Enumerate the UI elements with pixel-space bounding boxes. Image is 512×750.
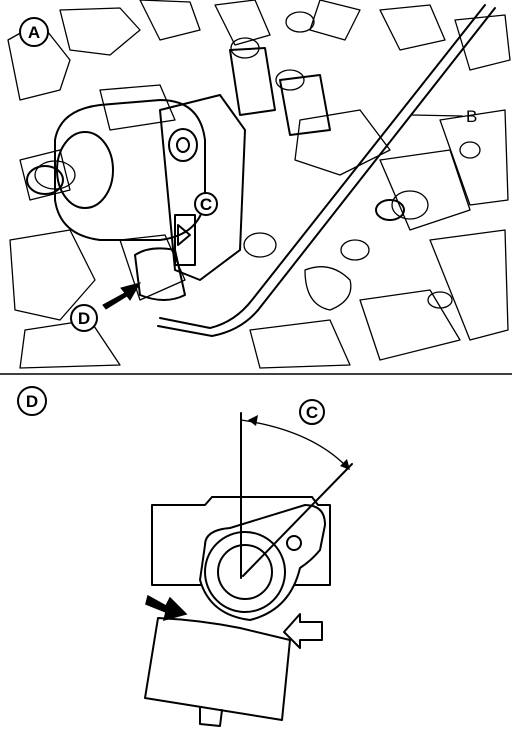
engine-illustration (7, 0, 511, 369)
callout-a: A (19, 17, 49, 47)
detail-illustration (144, 412, 353, 727)
view-arrow-d: D (70, 282, 142, 332)
callout-c-detail: C (299, 399, 325, 425)
hollow-arrow-icon (283, 613, 323, 649)
view-arrow-d-label: D (78, 309, 90, 328)
callout-a-label: A (28, 23, 40, 42)
callout-d-detail-label: D (26, 392, 38, 411)
callout-d-detail: D (17, 386, 47, 416)
solid-arrow-icon (145, 594, 188, 622)
pointer-b-label: B (466, 107, 477, 126)
callout-c-detail-label: C (306, 403, 318, 422)
callout-c-top: C (194, 192, 218, 216)
callout-c-top-label: C (200, 195, 212, 214)
view-arrow-icon (102, 282, 142, 310)
